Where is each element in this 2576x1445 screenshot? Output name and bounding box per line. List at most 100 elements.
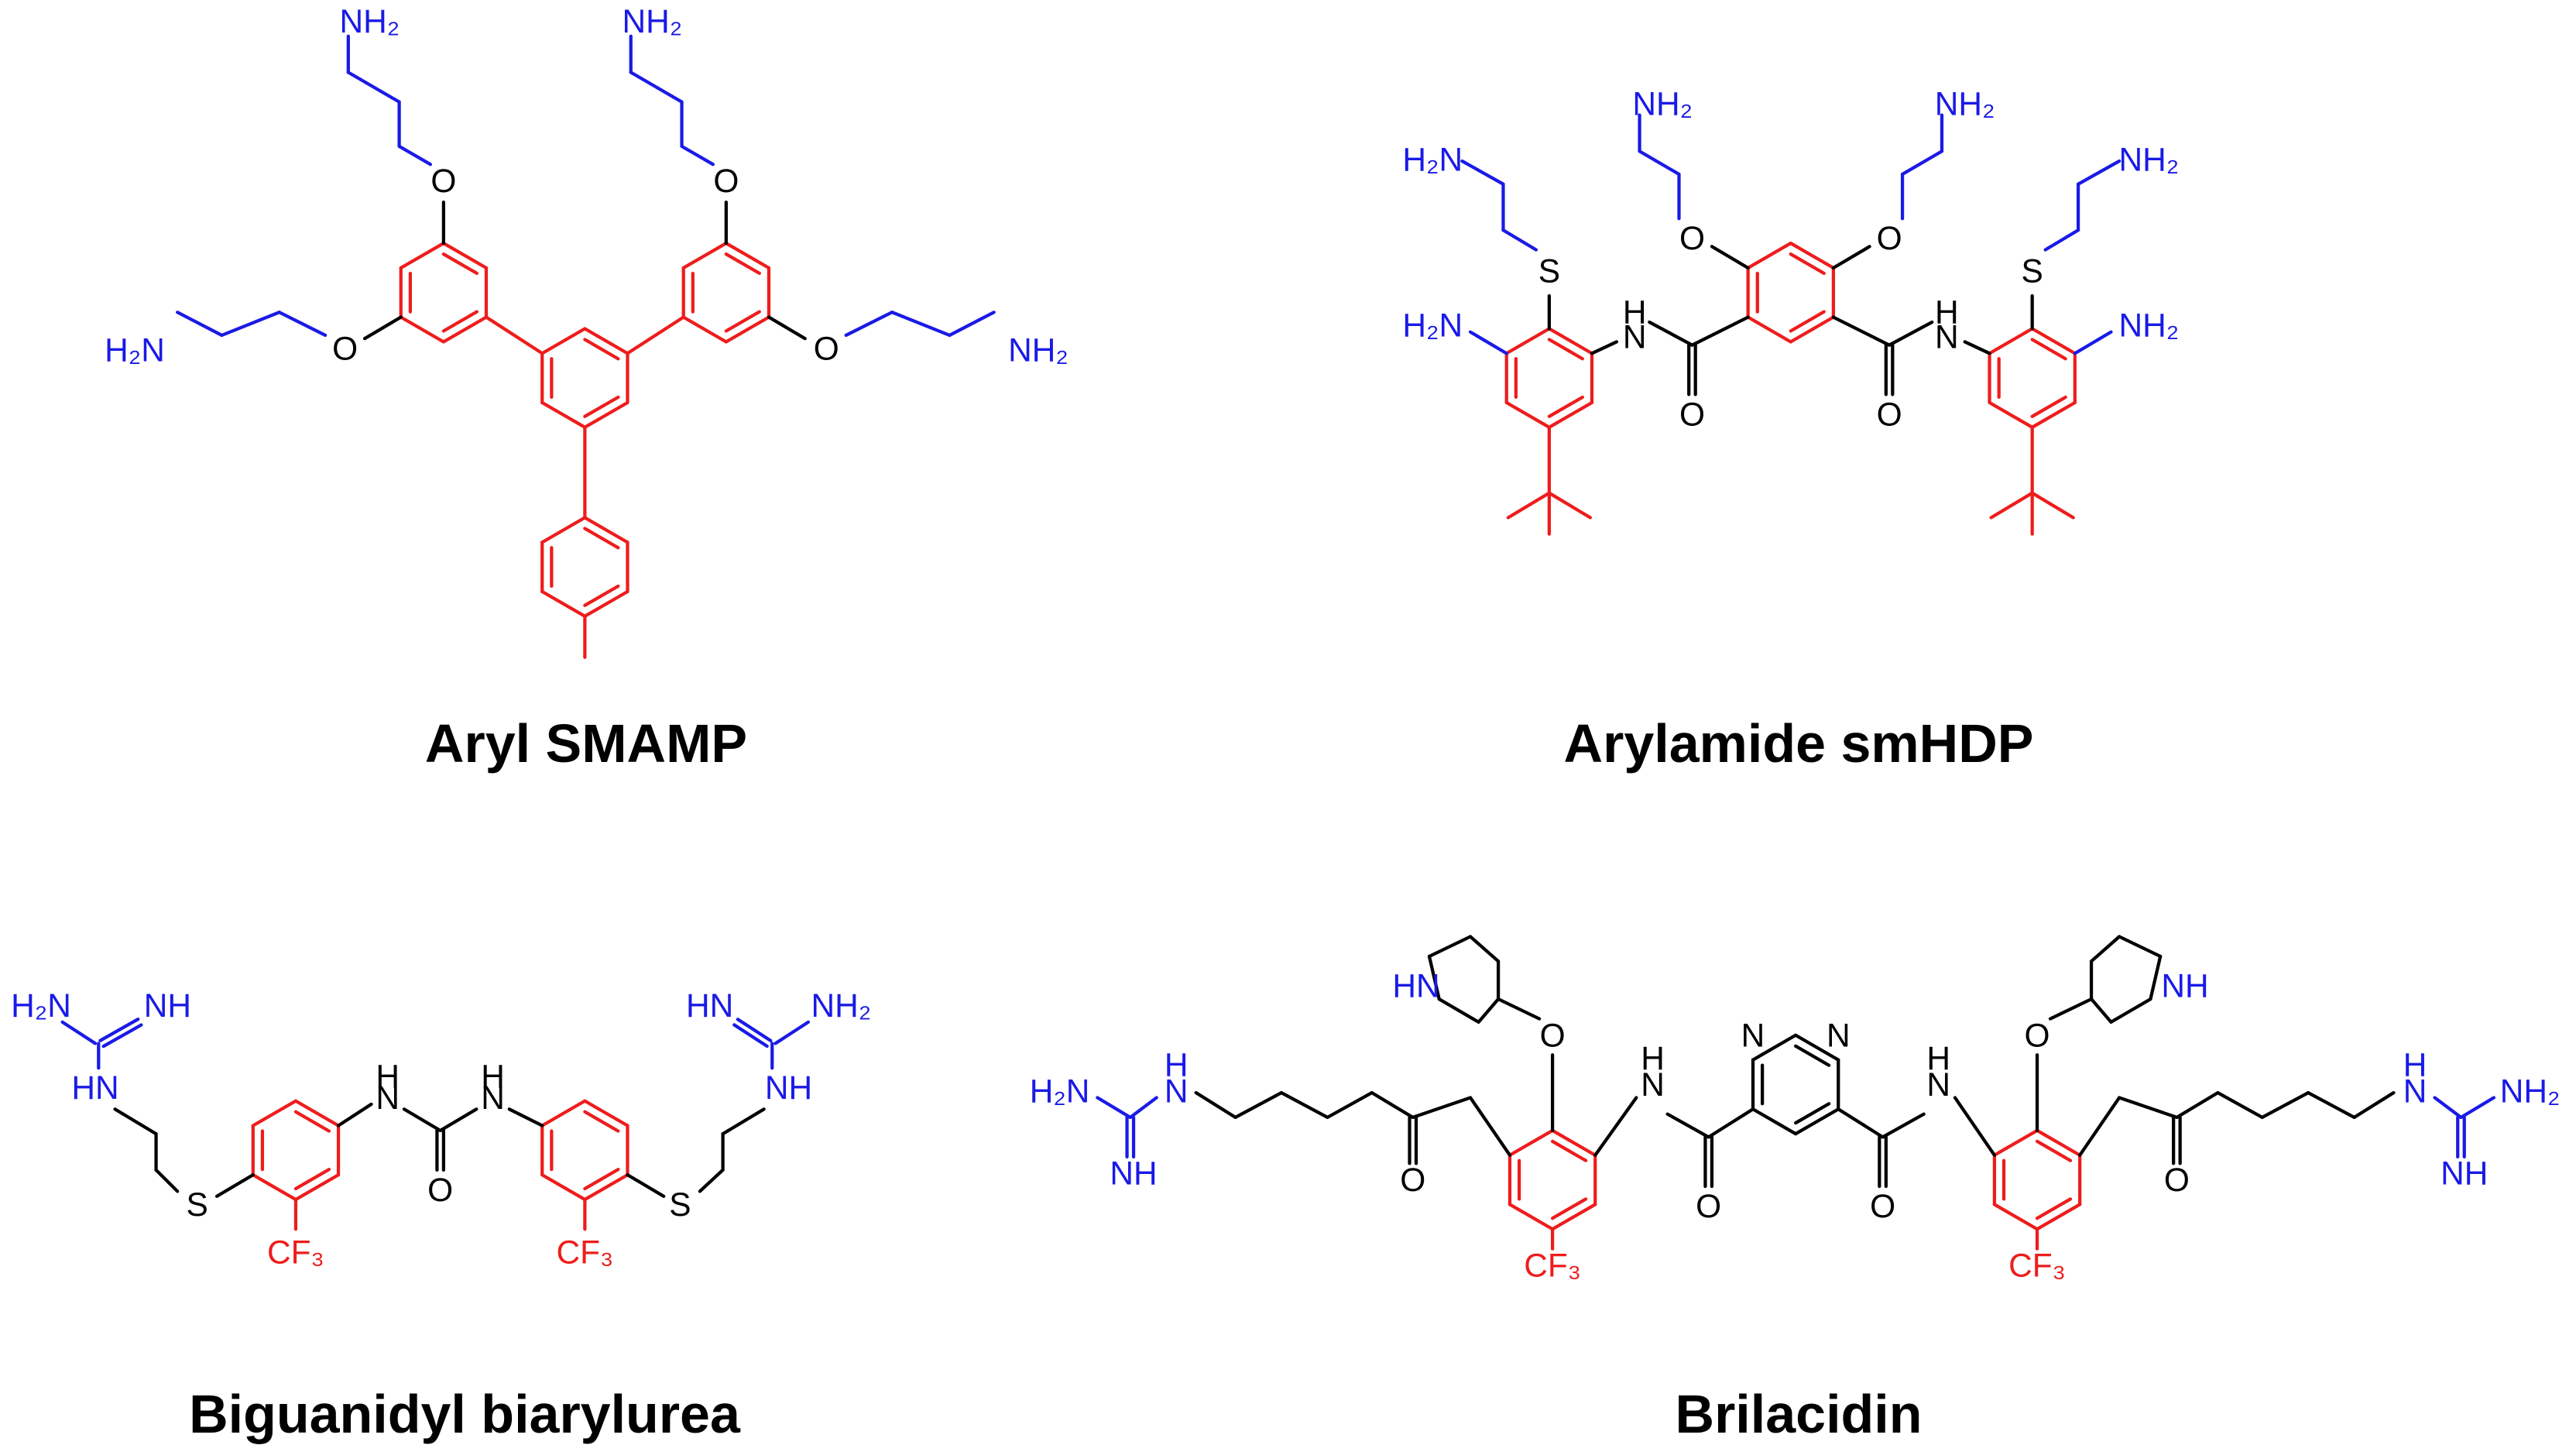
- thioether-bond: [626, 1173, 666, 1198]
- oxygen-label: O: [1679, 396, 1705, 432]
- oxygen-label: O: [2025, 1017, 2050, 1053]
- nitrogen-label: NH: [765, 1069, 812, 1106]
- ring-tolyl: [583, 584, 620, 607]
- h-label: H: [376, 1058, 400, 1094]
- caption-arylamide-smhdp: Arylamide smHDP: [1563, 713, 2034, 774]
- ring-aryl-right: [2035, 1139, 2073, 1162]
- h-label: H: [1623, 294, 1647, 331]
- aryl-bond: [484, 315, 544, 355]
- ethyl-linker: [154, 1168, 180, 1193]
- ring-right: [724, 241, 771, 270]
- ring-aryl-right: [583, 1168, 620, 1191]
- cf3-label: CF₃: [556, 1234, 613, 1270]
- pyrrolidine-ring: [2089, 935, 2122, 963]
- amine-label: NH₂: [340, 3, 400, 39]
- ring-aryl-left: [251, 1173, 298, 1202]
- ring-aryl-right: [1992, 1128, 2039, 1157]
- ring-center: [540, 400, 587, 429]
- ring-aryl-left: [1550, 1197, 1588, 1220]
- amide-bond: [1881, 1112, 1926, 1139]
- pentyl-chain: [2216, 1090, 2264, 1120]
- ring-pyrimidine: [1751, 1033, 1798, 1062]
- ring-aniline-left: [1547, 395, 1584, 418]
- amide-bond: [1590, 340, 1618, 355]
- ketone-chain: [1411, 1096, 1473, 1120]
- ring-aryl-left: [1508, 1128, 1555, 1157]
- ring-left: [441, 310, 479, 333]
- pentyl-chain: [2175, 1090, 2220, 1120]
- ring-pyrimidine: [1794, 1033, 1840, 1062]
- aminoethyl-chain: [1900, 149, 1944, 177]
- ring-tolyl: [540, 516, 587, 544]
- tbutyl-bond: [1547, 491, 1593, 520]
- aminopropyl-chain: [277, 311, 328, 338]
- oxygen-label: O: [1540, 1017, 1566, 1053]
- ring-aryl-left: [251, 1099, 298, 1128]
- guanidine-bond: [1128, 1096, 1158, 1120]
- amine-label: NH: [2161, 968, 2208, 1004]
- pentyl-chain: [1326, 1090, 1374, 1120]
- nitrogen-label: N: [2403, 1073, 2427, 1109]
- ring-aniline-left: [1547, 338, 1584, 361]
- nitrogen-label: N: [1926, 1066, 1950, 1103]
- ring-tolyl: [583, 589, 629, 618]
- cf3-label: CF₃: [2008, 1247, 2066, 1283]
- ring-aryl-left: [1508, 1203, 1555, 1231]
- aminopropyl-chain: [220, 311, 281, 338]
- ring-aryl-right: [2035, 1203, 2082, 1231]
- pyrrolidine-ring: [1477, 997, 1501, 1024]
- imine-label: NH: [1110, 1155, 1157, 1192]
- ring-terephthal: [1789, 310, 1826, 333]
- ring-terephthal: [1789, 315, 1836, 344]
- amine-label: H₂N: [105, 332, 165, 369]
- aminoethyl-chain: [1501, 228, 1538, 252]
- ring-aryl-left: [293, 1168, 331, 1191]
- amide-bond: [1887, 320, 1934, 347]
- ether-bond: [1496, 997, 1542, 1021]
- amide-bond: [1837, 1107, 1885, 1139]
- tbutyl-bond: [1506, 491, 1551, 520]
- double-bond: [101, 1023, 143, 1049]
- ring-aryl-left: [293, 1173, 341, 1202]
- ring-aryl-right: [583, 1173, 629, 1202]
- h-label: H: [1641, 1040, 1665, 1076]
- nitrogen-label: HN: [71, 1069, 118, 1106]
- thioether-bond: [214, 1173, 255, 1198]
- ring-terephthal: [1746, 315, 1792, 344]
- aminoethyl-chain: [2076, 159, 2122, 186]
- ring-left: [441, 252, 479, 276]
- ring-right: [681, 315, 728, 344]
- amine-bond: [2073, 330, 2113, 355]
- pyrrolidine-ring: [1437, 997, 1480, 1024]
- ring-center: [540, 327, 587, 355]
- urea-bond: [438, 1107, 478, 1133]
- amide-bond: [1831, 315, 1892, 347]
- pyrrolidine-ring: [1427, 954, 1441, 1001]
- nitrogen-label: N: [1623, 319, 1647, 355]
- ring-aniline-right: [2030, 400, 2077, 429]
- ring-aniline-right: [2030, 395, 2067, 418]
- ring-right: [724, 252, 761, 276]
- ring-aniline-right: [2030, 338, 2067, 361]
- ethyl-linker: [698, 1168, 725, 1193]
- ring-tolyl: [540, 589, 587, 618]
- pyrrolidine-ring: [2118, 935, 2163, 959]
- aminopropyl-chain: [948, 311, 996, 338]
- ring-center: [583, 327, 629, 355]
- imine-label: NH: [144, 987, 191, 1024]
- ketone-chain: [1468, 1096, 1512, 1157]
- amine-label: H₂N: [1402, 141, 1463, 177]
- ring-right: [724, 310, 761, 333]
- ring-aniline-left: [1504, 327, 1551, 355]
- amine-label: NH₂: [811, 987, 871, 1024]
- amine-label: HN: [1392, 968, 1439, 1004]
- ring-aryl-left: [293, 1099, 341, 1128]
- amine-label: H₂N: [1030, 1073, 1090, 1109]
- ring-right: [681, 241, 728, 270]
- ring-left: [441, 315, 489, 344]
- oxygen-label: O: [430, 163, 456, 199]
- ring-center: [583, 395, 620, 418]
- caption-biguanidyl-biarylurea: Biguanidyl biarylurea: [189, 1384, 740, 1444]
- pentyl-chain: [1370, 1090, 1415, 1120]
